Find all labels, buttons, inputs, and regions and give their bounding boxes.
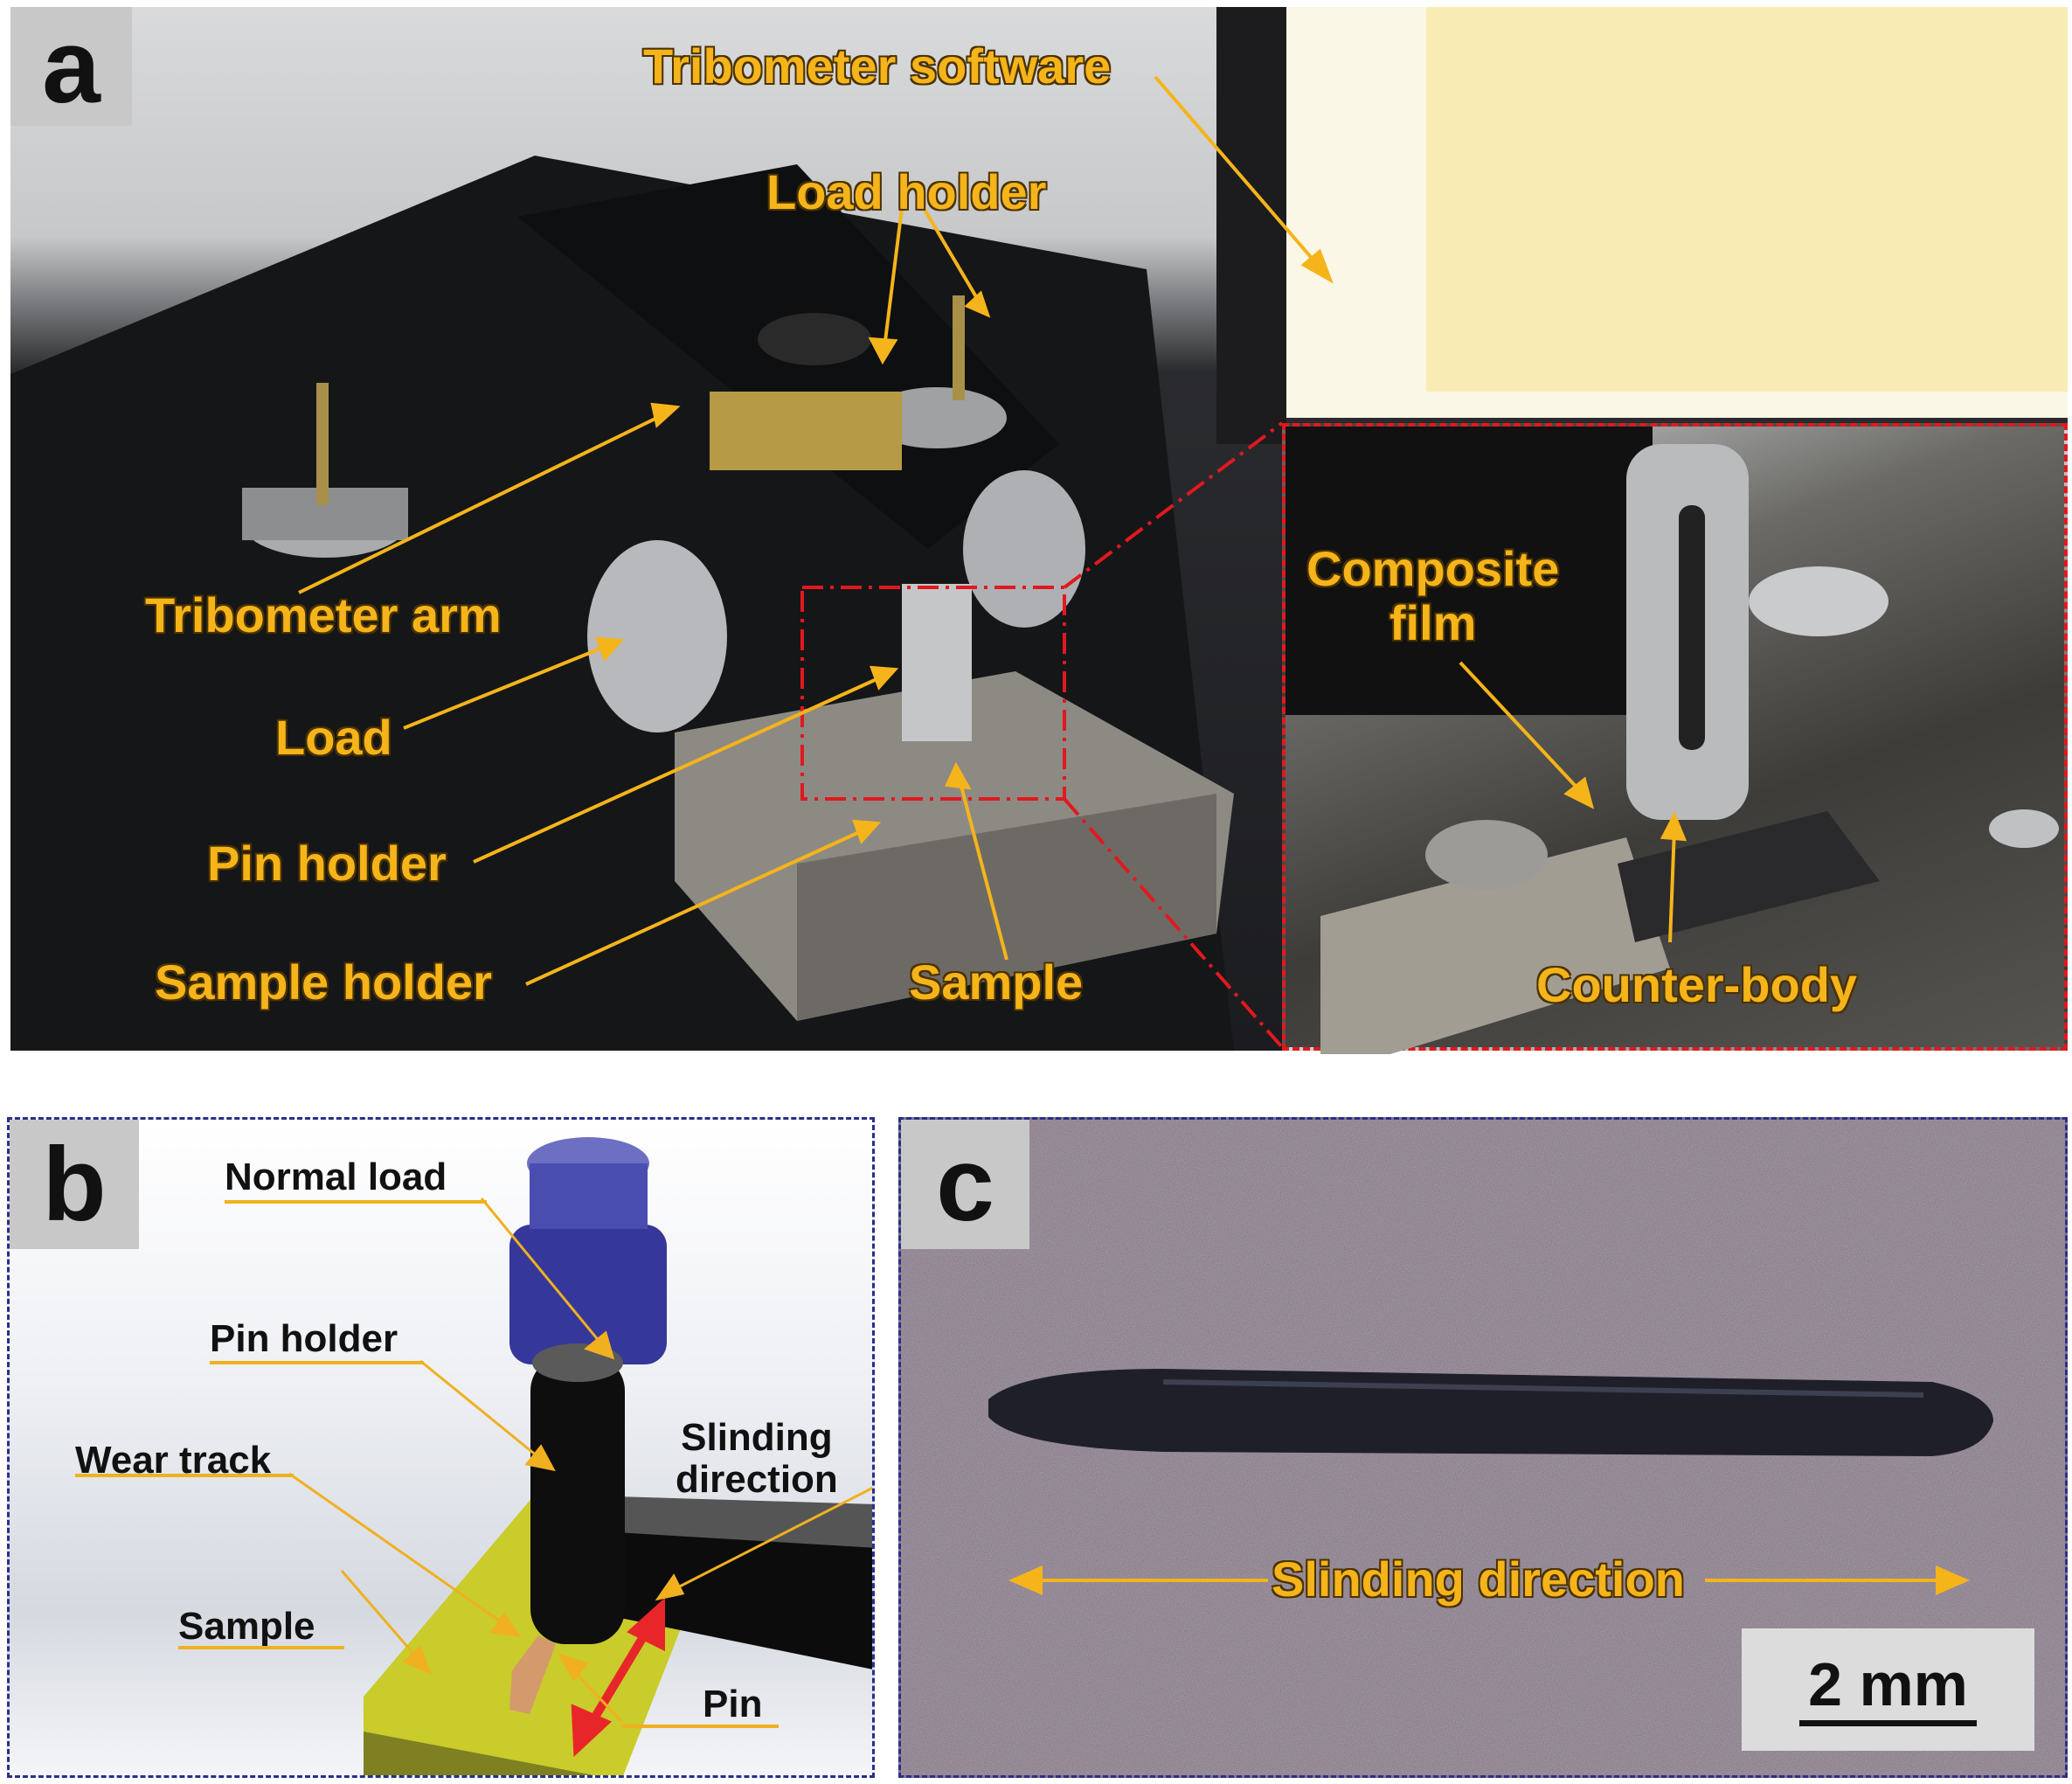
annotation-pin-holder: Pin holder (210, 1317, 398, 1360)
annotation-sample-holder: Sample holder (155, 954, 492, 1010)
panel-b-schematic: b Normal load Pin holder Wear track Slin… (7, 1117, 875, 1778)
panel-c-wear-track-micrograph: c Slinding direction (898, 1117, 2068, 1778)
sliding-line2: direction (676, 1458, 838, 1502)
annotation-sample: Sample (909, 954, 1084, 1010)
annotation-tribometer-arm: Tribometer arm (145, 587, 502, 642)
underline (75, 1474, 294, 1477)
underline (225, 1200, 487, 1204)
underline (210, 1361, 424, 1364)
annotation-tribometer-software: Tribometer software (643, 38, 1112, 94)
composite-film-line2: film (1389, 594, 1477, 650)
tribometer-photo-shapes (10, 7, 2068, 1051)
annotation-counter-body: Counter-body (1536, 957, 1858, 1012)
wear-track (988, 1369, 1993, 1456)
annotation-composite-film: Composite film (1306, 542, 1559, 649)
sliding-direction-double-arrow (1008, 1565, 1970, 1596)
zoom-region-box (800, 586, 1066, 801)
annotation-pin: Pin (703, 1683, 763, 1725)
sliding-direction-arrow (571, 1597, 665, 1758)
annotation-load: Load (275, 710, 392, 765)
underline (178, 1646, 344, 1649)
composite-film-line1: Composite (1306, 541, 1560, 596)
annotation-sliding-direction: Slinding direction (676, 1416, 838, 1502)
annotation-normal-load: Normal load (225, 1156, 447, 1198)
inset-shapes (1285, 427, 2059, 1054)
annotation-arrows (298, 75, 1334, 986)
sliding-line1: Slinding (681, 1416, 833, 1459)
panel-label-b: b (10, 1120, 139, 1249)
underline (621, 1725, 779, 1728)
annotation-arrows (288, 1197, 872, 1723)
scale-bar: 2 mm (1742, 1628, 2034, 1751)
annotation-load-holder: Load holder (766, 164, 1047, 219)
annotation-sample: Sample (178, 1605, 315, 1648)
annotation-pin-holder: Pin holder (207, 836, 447, 891)
schematic-shapes (288, 1137, 872, 1775)
micrograph-shapes (901, 1120, 2065, 1775)
scale-bar-label: 2 mm (1799, 1654, 1977, 1726)
annotation-sliding-direction: Slinding direction (1272, 1551, 1685, 1607)
inset-zoom-photo: Composite film Counter-body (1282, 423, 2068, 1054)
panel-label-c: c (901, 1120, 1029, 1249)
panel-label-a: a (10, 7, 132, 126)
